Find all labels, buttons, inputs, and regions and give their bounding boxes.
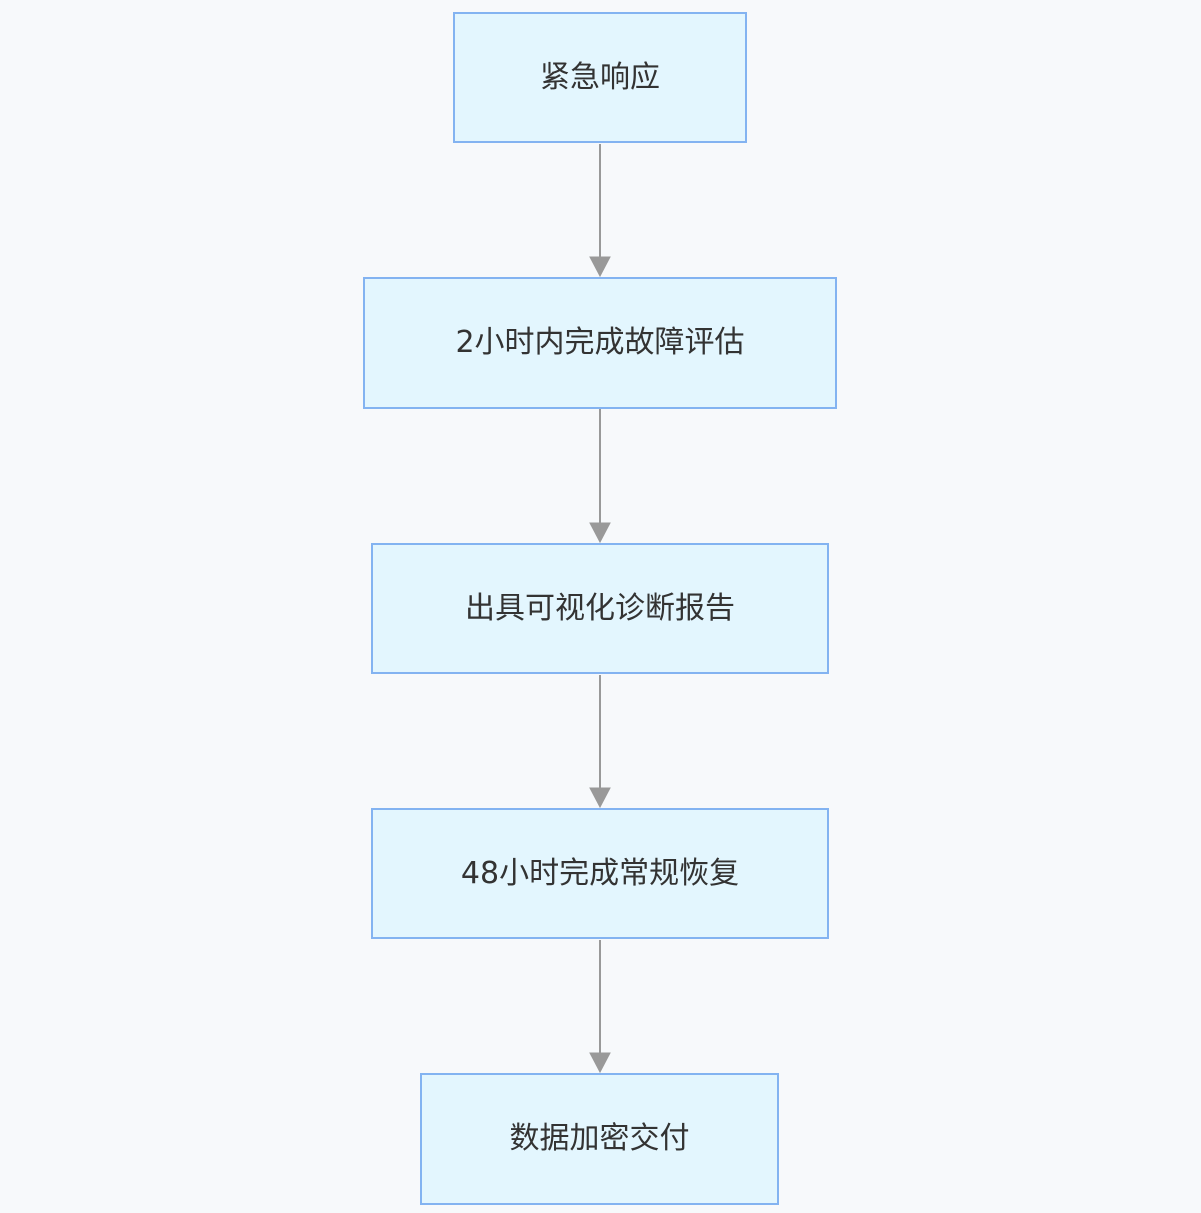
flow-node-diagnostic-report: 出具可视化诊断报告 — [371, 543, 829, 674]
edge-n3-n4 — [589, 675, 611, 809]
edge-n2-n3 — [589, 409, 611, 544]
flow-node-label: 出具可视化诊断报告 — [465, 590, 735, 626]
flow-node-label: 紧急响应 — [540, 59, 660, 95]
flow-node-label: 2小时内完成故障评估 — [455, 325, 745, 360]
flow-node-emergency-response: 紧急响应 — [453, 12, 747, 143]
flow-node-routine-recovery: 48小时完成常规恢复 — [371, 808, 829, 939]
edge-n1-n2 — [589, 144, 611, 278]
edge-n4-n5 — [589, 940, 611, 1074]
flow-node-encrypted-delivery: 数据加密交付 — [420, 1073, 779, 1205]
flow-node-fault-assessment: 2小时内完成故障评估 — [363, 277, 837, 409]
flow-node-label: 数据加密交付 — [509, 1121, 690, 1156]
flow-node-label: 48小时完成常规恢复 — [460, 855, 740, 891]
